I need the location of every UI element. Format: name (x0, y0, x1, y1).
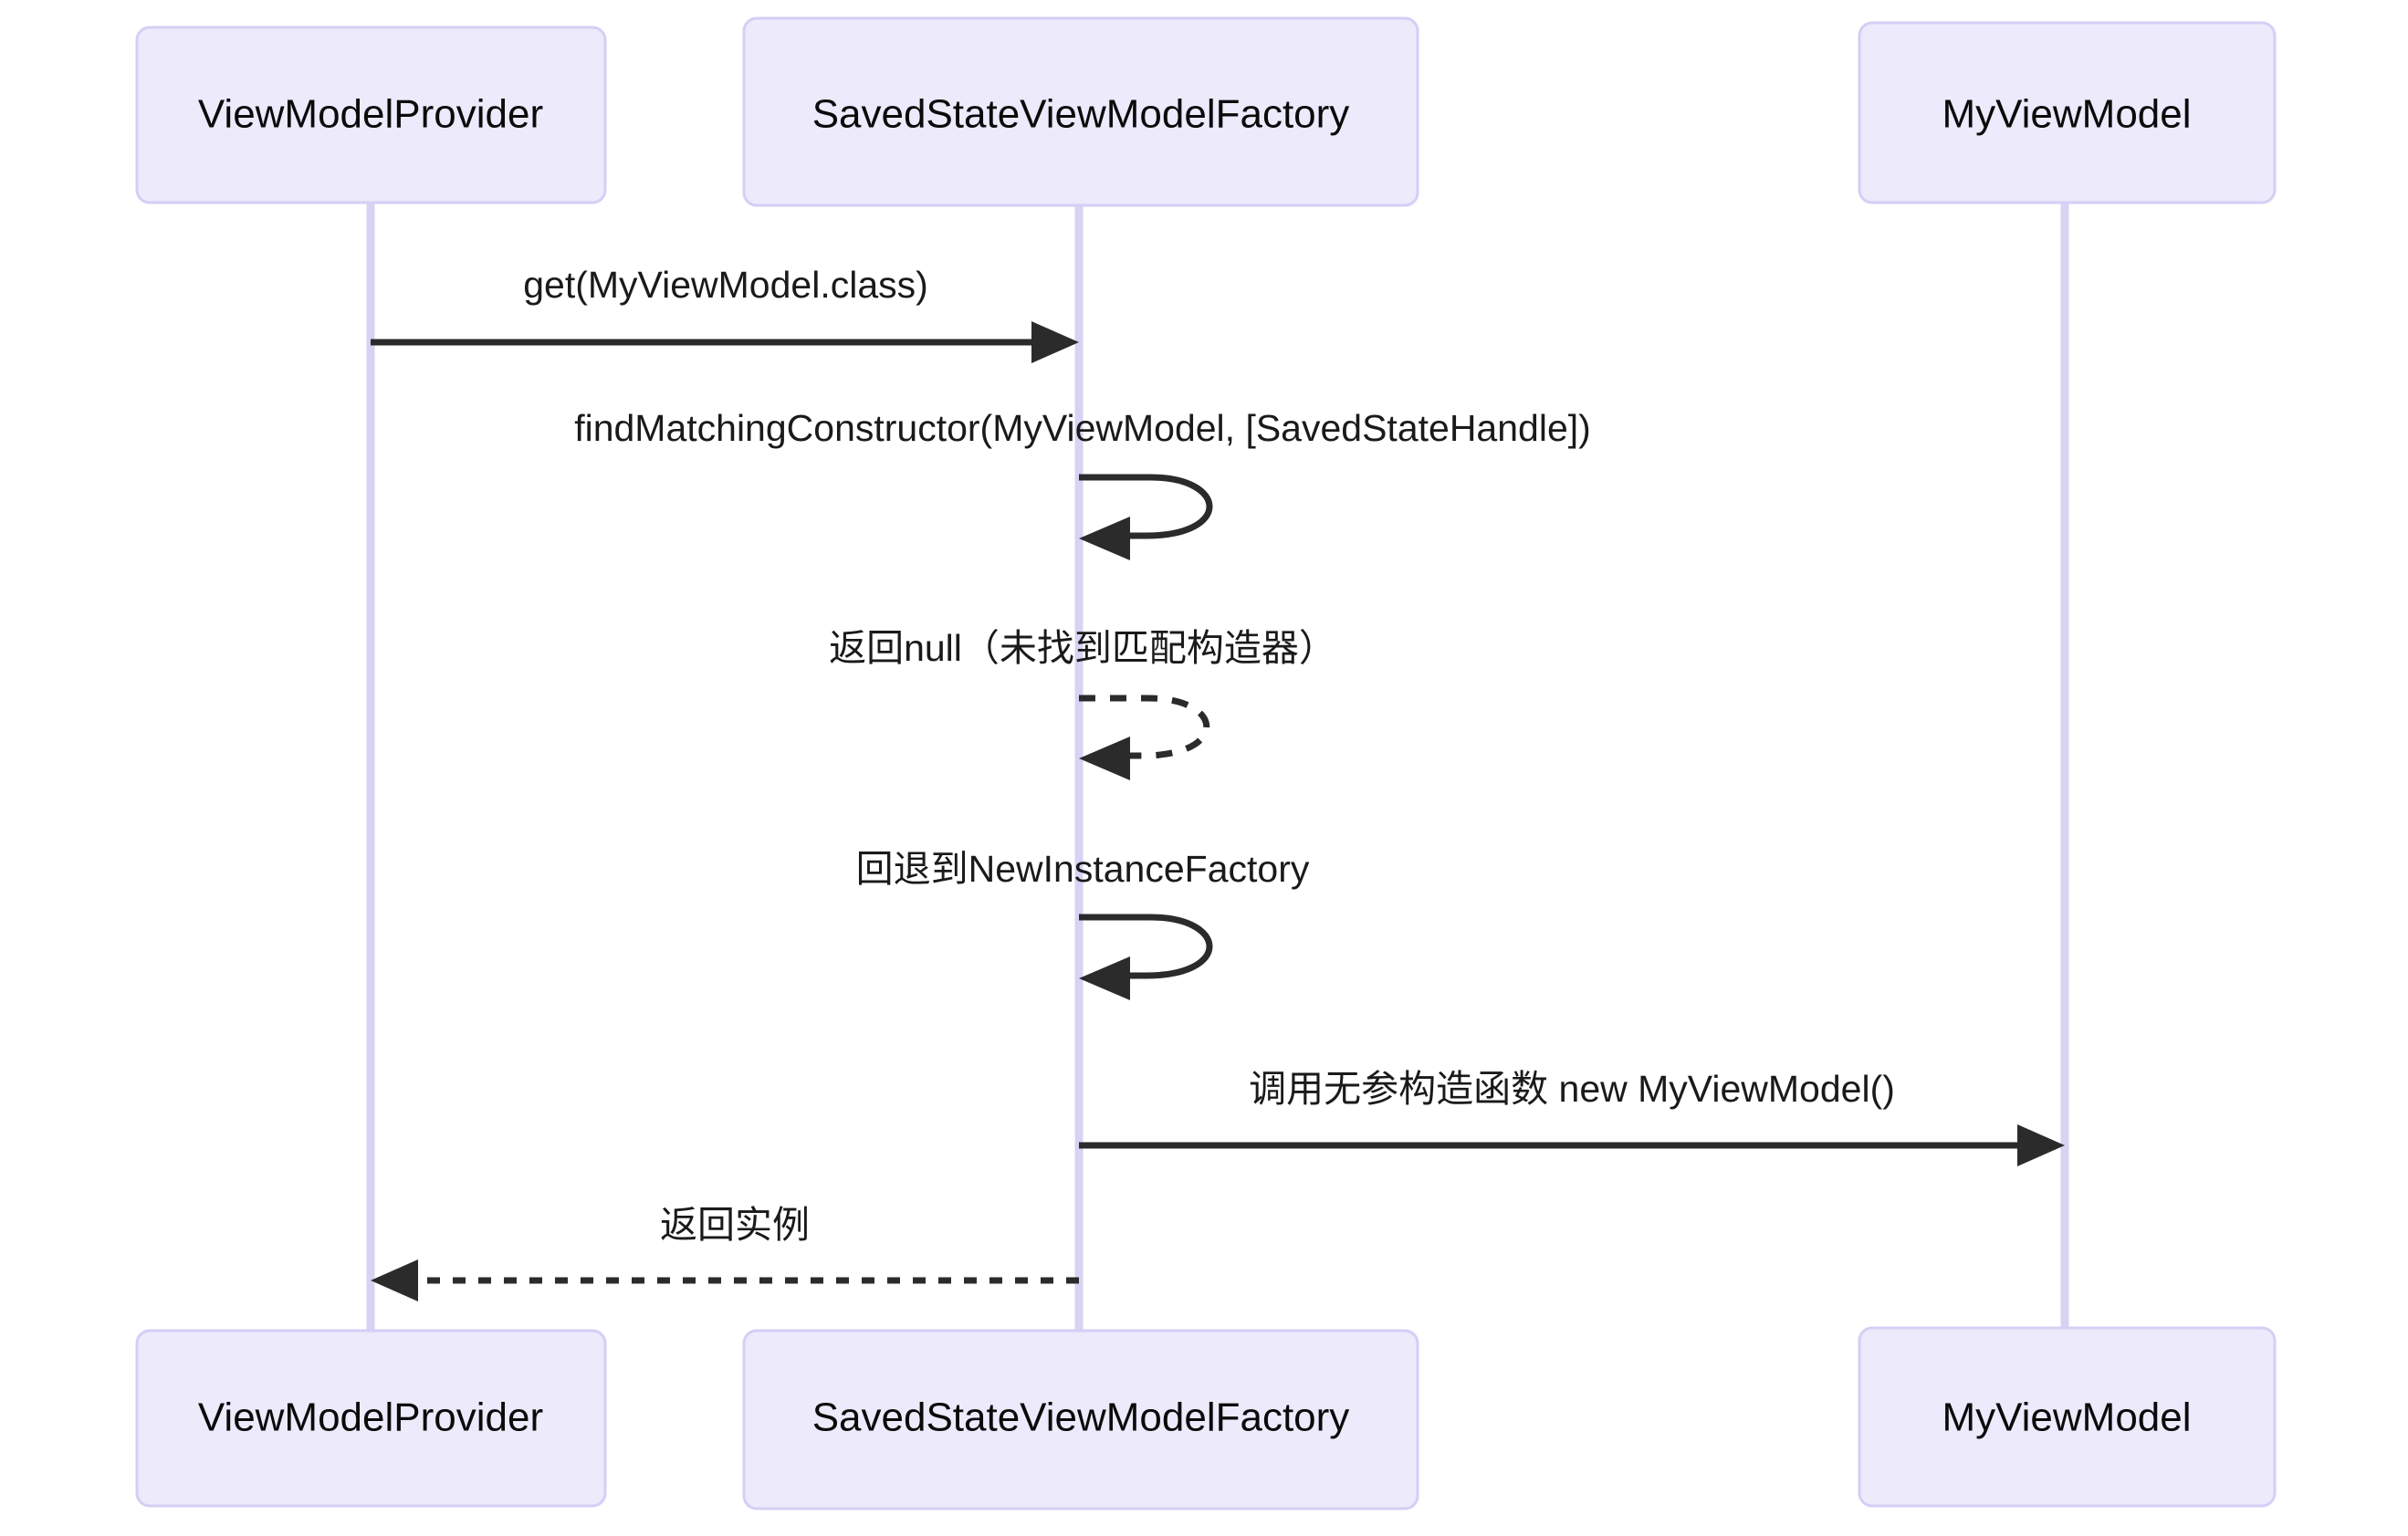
actor-label-top-myviewmodel: MyViewModel (1942, 92, 2191, 137)
actor-box-bottom-myviewmodel-rect (1858, 1326, 2277, 1508)
actor-box-bottom-myviewmodel[interactable]: MyViewModel (1858, 1326, 2277, 1508)
message-2-label: findMatchingConstructor(MyViewModel, [Sa… (574, 407, 1591, 449)
message-4-arrowhead (1079, 956, 1130, 1000)
actor-label-bottom-viewmodelprovider: ViewModelProvider (198, 1395, 543, 1440)
actor-box-top-savedstateviewmodelfactory[interactable]: SavedStateViewModelFactory (742, 16, 1419, 207)
message-3-return-null[interactable]: 返回null（未找到匹配构造器） (829, 627, 1336, 780)
message-3-label: 返回null（未找到匹配构造器） (829, 627, 1336, 669)
actor-box-top-viewmodelprovider[interactable]: ViewModelProvider (135, 26, 607, 204)
message-4-self-loop (1079, 914, 1213, 979)
message-5-arrowhead (2017, 1124, 2065, 1166)
actor-box-top-myviewmodel-rect (1858, 21, 2277, 204)
message-2-self-loop (1079, 474, 1213, 539)
actor-box-bottom-viewmodelprovider-rect (135, 1329, 607, 1508)
actor-label-top-viewmodelprovider: ViewModelProvider (198, 92, 543, 137)
actor-box-bottom-viewmodelprovider[interactable]: ViewModelProvider (135, 1329, 607, 1508)
actor-box-top-viewmodelprovider-rect (135, 26, 607, 204)
message-1-arrowhead (1031, 321, 1079, 363)
message-3-arrowhead (1079, 737, 1130, 780)
lifelines-group (366, 203, 2069, 1331)
message-6-label: 返回实例 (660, 1204, 810, 1246)
actor-label-bottom-savedstateviewmodelfactory: SavedStateViewModelFactory (812, 1395, 1350, 1440)
message-4-fallback[interactable]: 回退到NewInstanceFactory (856, 848, 1310, 1000)
message-6-arrowhead (371, 1259, 418, 1301)
message-5-label: 调用无参构造函数 new MyViewModel() (1249, 1068, 1895, 1110)
message-5-new-instance[interactable]: 调用无参构造函数 new MyViewModel() (1079, 1068, 2065, 1166)
message-6-return-instance[interactable]: 返回实例 (371, 1204, 1079, 1301)
message-2-findmatchingconstructor[interactable]: findMatchingConstructor(MyViewModel, [Sa… (574, 407, 1591, 560)
actor-box-bottom-savedstateviewmodelfactory[interactable]: SavedStateViewModelFactory (742, 1329, 1419, 1510)
actor-box-top-savedstateviewmodelfactory-rect (742, 16, 1419, 207)
message-2-arrowhead (1079, 517, 1130, 560)
actor-box-bottom-savedstateviewmodelfactory-rect (742, 1329, 1419, 1510)
message-3-self-loop (1079, 695, 1210, 759)
actor-label-top-savedstateviewmodelfactory: SavedStateViewModelFactory (812, 92, 1350, 137)
message-1-get[interactable]: get(MyViewModel.class) (371, 264, 1079, 363)
message-1-label: get(MyViewModel.class) (523, 264, 928, 306)
actor-label-bottom-myviewmodel: MyViewModel (1942, 1395, 2191, 1440)
actor-box-top-myviewmodel[interactable]: MyViewModel (1858, 21, 2277, 204)
message-4-label: 回退到NewInstanceFactory (856, 848, 1310, 890)
